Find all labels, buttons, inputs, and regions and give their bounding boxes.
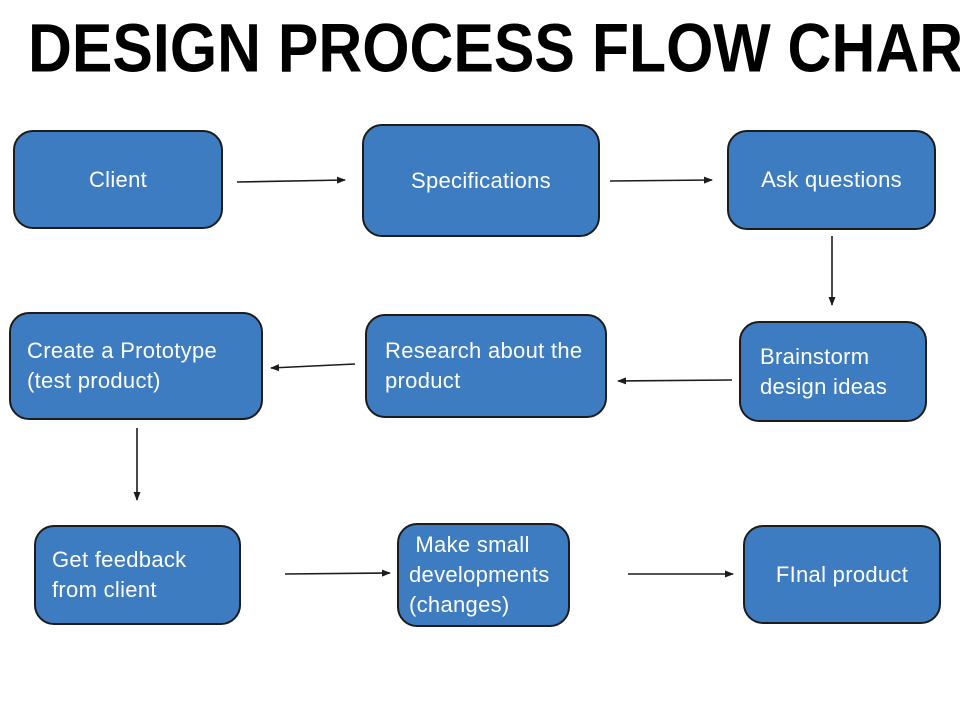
node-specifications: Specifications — [362, 124, 600, 237]
arrow-client-to-specifications — [236, 176, 346, 184]
node-ask-questions: Ask questions — [727, 130, 936, 230]
node-make-developments: Make small developments (changes) — [397, 523, 570, 627]
arrow-feedback-to-developments — [284, 569, 391, 577]
node-get-feedback: Get feedback from client — [34, 525, 241, 625]
page-title: DESIGN PROCESS FLOW CHART — [28, 11, 960, 88]
node-client: Client — [13, 130, 223, 229]
node-create-prototype-label: Create a Prototype (test product) — [27, 338, 218, 393]
arrow-brainstorm-to-research — [617, 377, 733, 385]
node-final-product: FInal product — [743, 525, 941, 624]
node-research: Research about the product — [365, 314, 607, 418]
arrow-research-to-prototype — [270, 363, 356, 372]
node-client-label: Client — [88, 166, 148, 192]
node-create-prototype: Create a Prototype (test product) — [9, 312, 263, 420]
node-brainstorm-label: Brainstorm design ideas — [760, 343, 888, 399]
node-research-label: Research about the product — [385, 338, 583, 393]
node-get-feedback-label: Get feedback from client — [52, 547, 187, 602]
node-make-developments-label: Make small developments (changes) — [409, 532, 550, 617]
node-final-product-label: FInal product — [775, 561, 909, 587]
node-ask-questions-label: Ask questions — [761, 167, 902, 192]
node-specifications-label: Specifications — [411, 167, 551, 193]
arrow-specifications-to-ask-questions — [609, 176, 713, 184]
node-brainstorm: Brainstorm design ideas — [739, 321, 927, 422]
